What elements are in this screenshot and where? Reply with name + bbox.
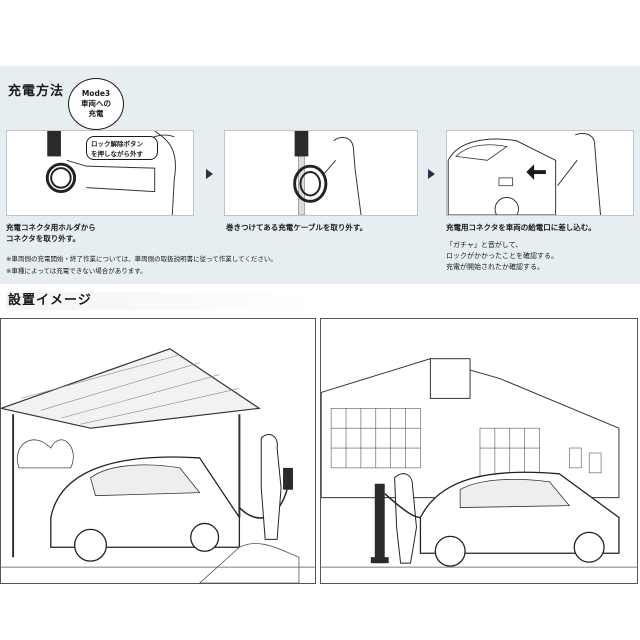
- carport-roof: [1, 348, 261, 429]
- note-2: ※車種によっては充電できない場合があります。: [6, 267, 147, 275]
- shrubs: [199, 543, 300, 583]
- mode-badge-line-2: 車両への: [81, 99, 111, 108]
- person: [154, 131, 176, 215]
- step3-sub-caption: 「ガチャ」と音がして、 ロックがかかったことを確認する。 充電が開始されたか確認…: [446, 240, 558, 273]
- car-wheel-rear: [573, 531, 605, 563]
- car-wheel-front: [73, 528, 108, 562]
- unlock-button-callout: ロック解除ボタン を押しながら外す: [86, 136, 158, 160]
- commercial-facility-scene: [320, 318, 638, 584]
- home-carport-scene: [0, 318, 316, 584]
- callout-line-2: を押しながら外す: [91, 150, 143, 158]
- person: [260, 434, 282, 540]
- step3-caption: 充電用コネクタを車両の給電口に差し込む。: [446, 223, 596, 232]
- car-wheel: [494, 196, 519, 215]
- step1-caption-line-2: コネクタを取り外す。: [6, 234, 80, 243]
- coiled-cable: [45, 162, 77, 194]
- step2-illustration: [224, 130, 418, 216]
- charge-method-title: 充電方法: [8, 84, 65, 99]
- step3-drawing: [447, 132, 602, 215]
- person: [394, 473, 417, 564]
- coiled-cable: [293, 164, 328, 203]
- mode3-badge: Mode3 車両への 充電: [68, 78, 124, 130]
- step3-sub-line-3: 充電が開始されたか確認する。: [446, 263, 544, 271]
- wall-charger: [283, 467, 293, 490]
- facility-drawing: [321, 358, 637, 568]
- person: [333, 136, 362, 215]
- step3-sub-line-1: 「ガチャ」と音がして、: [446, 241, 523, 249]
- next-step-arrow-2: [428, 169, 435, 179]
- step2-caption: 巻きつけてある充電ケーブルを取り外す。: [226, 223, 368, 232]
- charger-unit: [47, 131, 61, 157]
- tree: [17, 439, 74, 469]
- charging-cable: [384, 493, 421, 519]
- car-wheel-rear: [190, 522, 220, 552]
- insert-arrow: [526, 164, 546, 180]
- charging-port: [498, 177, 514, 187]
- mode-badge-line-3: 充電: [88, 109, 104, 118]
- arm: [66, 159, 156, 193]
- step3-sub-line-2: ロックがかかったことを確認する。: [446, 252, 558, 260]
- car-wheel-front: [434, 535, 466, 567]
- next-step-arrow-1: [206, 169, 213, 179]
- building-tower: [429, 358, 471, 399]
- stand-charger: [374, 483, 385, 564]
- carport-drawing: [1, 348, 315, 583]
- car-body: [447, 138, 557, 215]
- person: [574, 132, 602, 215]
- car-window: [459, 479, 571, 508]
- step1-caption-line-1: 充電コネクタ用ホルダから: [6, 223, 96, 232]
- charger-unit: [294, 131, 309, 157]
- installation-image-title: 設置イメージ: [6, 292, 318, 310]
- step3-illustration: [446, 130, 634, 216]
- mode-badge-line-1: Mode3: [81, 89, 111, 98]
- note-1: ※車両側の充電開始・終了作業については、車両側の取扱説明書に従って作業してくださ…: [6, 255, 277, 263]
- step1-caption: 充電コネクタ用ホルダから コネクタを取り外す。: [6, 222, 96, 244]
- step2-drawing: [293, 131, 362, 215]
- callout-line-1: ロック解除ボタン: [91, 140, 143, 148]
- car-window: [90, 464, 201, 497]
